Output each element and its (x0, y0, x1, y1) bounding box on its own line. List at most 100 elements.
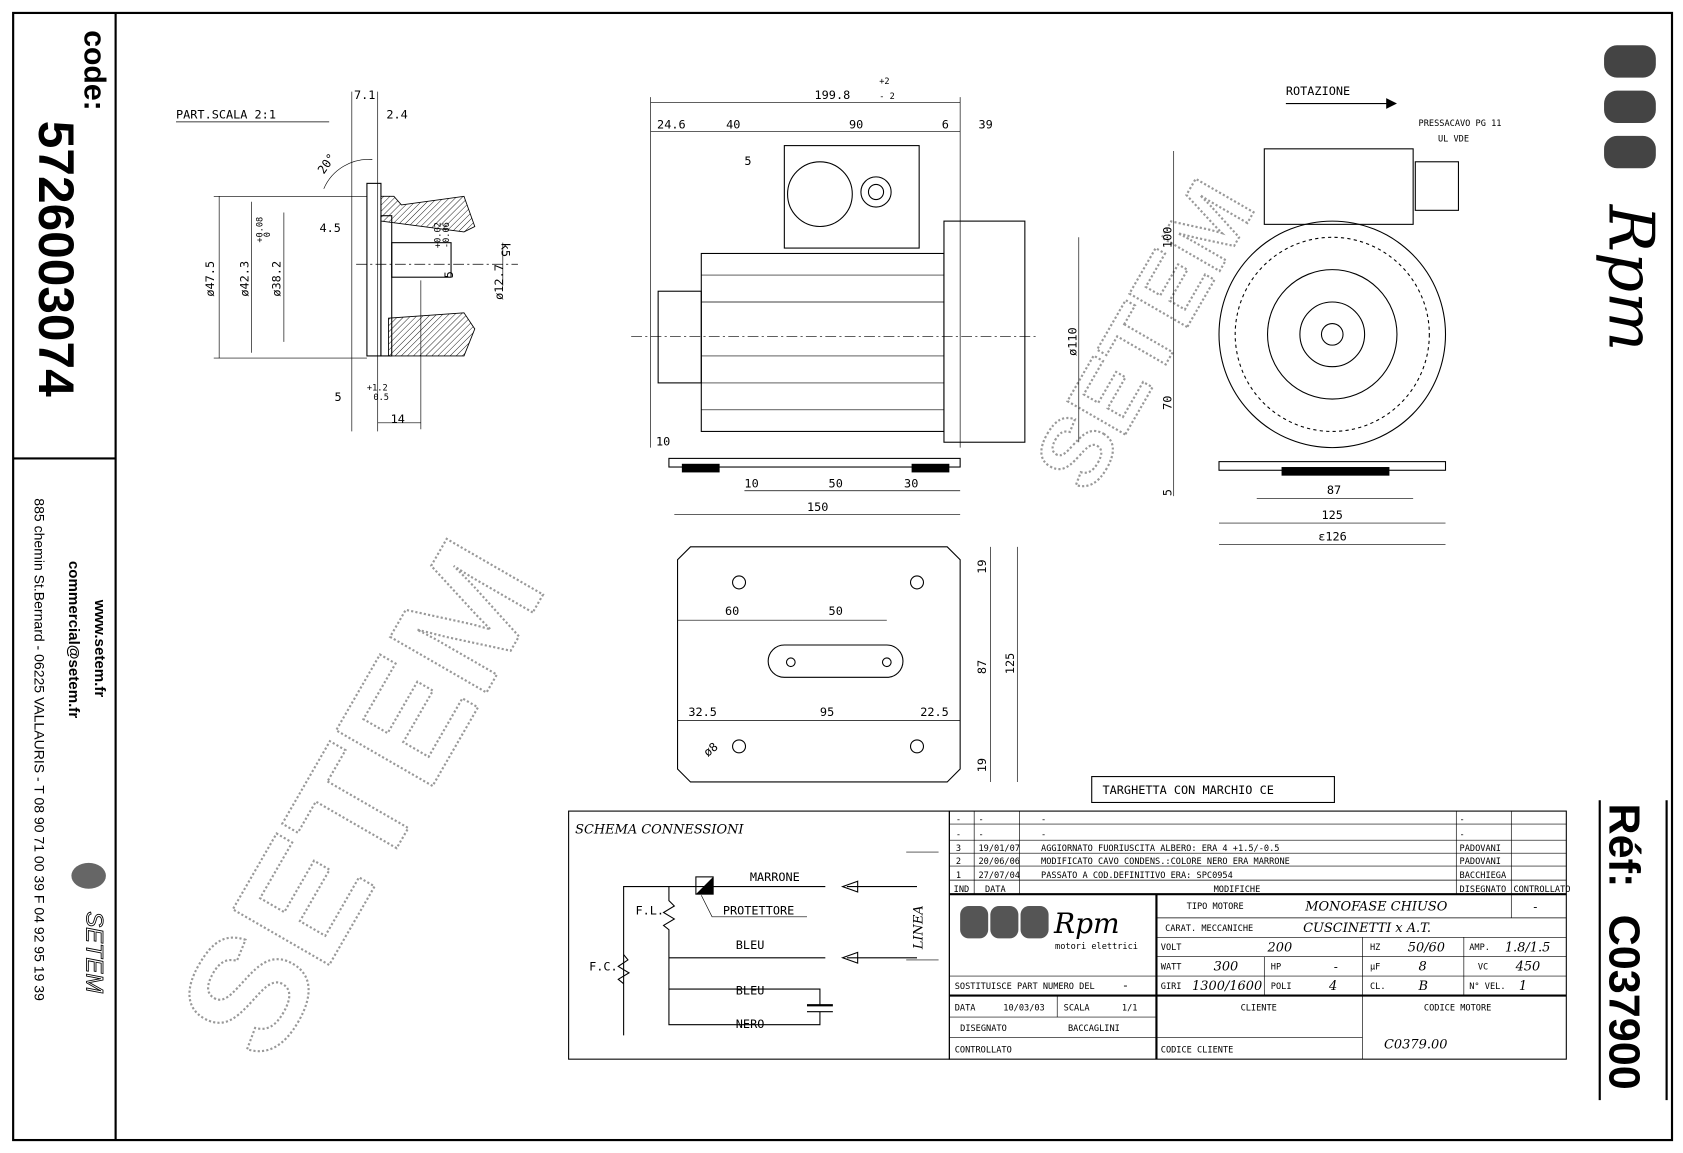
dim-label: +1.2 (367, 383, 388, 393)
dim-label: 7.1 (354, 88, 375, 102)
nvel-value: 1 (1519, 979, 1527, 994)
revision-ind: 3 (956, 844, 961, 854)
rev-header-ind: IND (954, 885, 970, 895)
dim-label: 10 (744, 477, 758, 491)
revision-ind: - (956, 815, 961, 825)
dim-label: ø47.5 (203, 261, 217, 297)
volt-label: VOLT (1161, 943, 1182, 953)
sostituisce-value: - (1122, 978, 1129, 992)
nvel-label: N° VEL. (1469, 982, 1505, 992)
watermark-setem: SETEM (144, 513, 579, 1086)
line-label: LINEA (911, 905, 926, 950)
setem-bird-icon (71, 862, 106, 889)
dim-label: ε126 (1318, 529, 1347, 543)
uf-value: 8 (1419, 960, 1427, 975)
dim-label: 4.5 (319, 221, 340, 235)
dim-label: 50 (829, 477, 843, 491)
winding-label-fc: F.C. (589, 960, 618, 974)
dim-label: ø12.7 (492, 264, 506, 300)
wire-label-protettore: PROTETTORE (723, 904, 794, 918)
dim-label: 5 (335, 390, 342, 404)
revision-ind: 1 (956, 871, 961, 881)
dim-label: 125 (1321, 508, 1342, 522)
address: 885 chemin St.Bernard - 06225 VALLAURIS … (32, 498, 48, 1001)
cl-label: CL. (1370, 982, 1386, 992)
dim-label: 90 (849, 117, 863, 131)
dim-label: 19 (975, 560, 989, 574)
drawing-border (12, 11, 1674, 1142)
dim-label: 150 (807, 500, 828, 514)
wire-label-bleu: BLEU (736, 983, 765, 997)
dim-label: 19 (975, 758, 989, 772)
codice-cliente-label: CODICE CLIENTE (1161, 1046, 1234, 1056)
dim-label: 39 (978, 117, 992, 131)
schema-title: SCHEMA CONNESSIONI (575, 823, 744, 838)
hz-value: 50/60 (1408, 940, 1445, 955)
tipo-extra: - (1532, 899, 1539, 913)
revision-desc: - (1041, 815, 1046, 825)
motor-base-view: 19 60 50 87 125 32.5 95 22.5 ø8 19 (677, 546, 1018, 783)
company-info: www.setem.fr commercial@setem.fr 885 che… (32, 498, 108, 1001)
dim-label: 32.5 (688, 705, 717, 719)
revision-by: PADOVANI (1460, 857, 1501, 867)
code-label: code: (77, 30, 110, 111)
rev-header-data: DATA (985, 885, 1007, 895)
dim-label: 2.4 (386, 108, 407, 122)
dim-label: - 2 (879, 92, 895, 102)
dim-label: +0.02 (433, 222, 443, 248)
setem-logo: SETEM (71, 862, 107, 994)
revision-desc: MODIFICATO CAVO CONDENS.:COLORE NERO ERA… (1041, 857, 1290, 867)
data-value: 10/03/03 (1003, 1004, 1044, 1014)
dim-label: +0.08 (255, 217, 265, 243)
revision-data: 20/06/06 (978, 857, 1019, 867)
detail-title: PART.SCALA 2:1 (176, 108, 276, 122)
logo-subtitle: motori elettrici (1055, 942, 1138, 952)
dim-label: 30 (904, 477, 918, 491)
ul-label: UL VDE (1438, 134, 1469, 144)
carat-value: CUSCINETTI x A.T. (1303, 921, 1431, 936)
dim-label: 5 (744, 154, 751, 168)
dim-label: 0.5 (373, 393, 389, 403)
email-link[interactable]: commercial@setem.fr (65, 561, 82, 718)
revision-ind: - (956, 830, 961, 840)
code-box: code: 5726003074 (28, 30, 110, 397)
code-value: 5726003074 (28, 121, 84, 397)
revision-by: - (1460, 815, 1465, 825)
wire-label-nero: NERO (736, 1017, 765, 1031)
dim-label: 14 (391, 412, 405, 426)
disegnato-value: BACCAGLINI (1068, 1024, 1120, 1034)
dim-label: 10 (656, 434, 670, 448)
winding-label-fl: F.L. (635, 904, 664, 918)
vc-value: 450 (1515, 960, 1541, 975)
dim-label: 199.8 (815, 88, 851, 102)
disegnato-label: DISEGNATO (960, 1024, 1007, 1034)
poli-value: 4 (1328, 979, 1337, 994)
setem-brand: SETEM (80, 911, 106, 993)
carat-label: CARAT. MECCANICHE (1165, 924, 1253, 934)
revision-desc: - (1041, 830, 1046, 840)
ref-label: Réf: (1599, 804, 1647, 888)
tipo-label: TIPO MOTORE (1187, 902, 1244, 912)
scala-label: SCALA (1064, 1004, 1091, 1014)
dim-label: 5 (442, 271, 456, 278)
revision-data: - (978, 815, 983, 825)
website-link[interactable]: www.setem.fr (91, 599, 108, 698)
rpm-title-logo: Rpm motori elettrici (960, 906, 1138, 952)
scala-value: 1/1 (1122, 1004, 1138, 1014)
dim-label: 0 (263, 232, 273, 237)
codice-motore-label: CODICE MOTORE (1424, 1004, 1491, 1014)
revision-ind: 2 (956, 857, 961, 867)
poli-label: POLI (1271, 982, 1292, 992)
revision-by: - (1460, 830, 1465, 840)
data-label: DATA (955, 1004, 977, 1014)
giri-label: GIRI (1161, 982, 1182, 992)
tipo-value: MONOFASE CHIUSO (1304, 899, 1447, 914)
motor-front-view: ROTAZIONE PRESSACAVO PG 11 UL VDE 100 70… (1161, 84, 1501, 546)
wire-label-bleu: BLEU (736, 938, 765, 952)
dim-label: 95 (820, 705, 834, 719)
dim-label: 60 (725, 604, 739, 618)
codice-motore-value: C0379.00 (1384, 1037, 1447, 1052)
watt-label: WATT (1161, 963, 1182, 973)
logo-text: Rpm (1053, 907, 1120, 940)
